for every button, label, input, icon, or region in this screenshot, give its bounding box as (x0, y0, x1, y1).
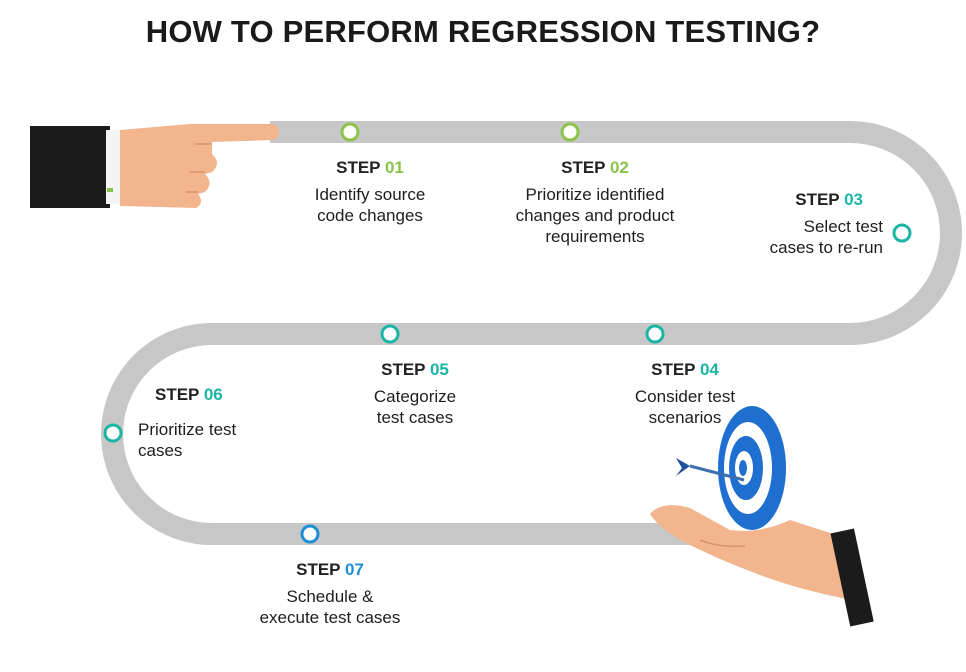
step-04-description: Consider test scenarios (634, 387, 736, 427)
step-marker-03 (892, 223, 912, 243)
diagram-title: HOW TO PERFORM REGRESSION TESTING? (145, 14, 821, 49)
step-number: 03 (844, 190, 863, 209)
step-02: STEP 02 Prioritize identified changes an… (475, 158, 715, 247)
hand-holding-target-icon (650, 406, 874, 627)
step-03-heading: STEP 03 (720, 190, 863, 210)
step-07-description: Schedule & execute test cases (259, 587, 401, 627)
step-07: STEP 07 Schedule & execute test cases (225, 560, 435, 628)
step-word: STEP (795, 190, 840, 209)
step-01-description: Identify source code changes (314, 185, 426, 225)
step-number: 07 (344, 560, 364, 579)
step-02-heading: STEP 02 (475, 158, 715, 178)
step-word: STEP (651, 360, 696, 379)
step-03: STEP 03 Select test cases to re-run (720, 190, 883, 258)
pointing-hand-icon (30, 124, 279, 208)
step-04: STEP 04 Consider test scenarios (600, 360, 770, 428)
step-marker-02 (560, 122, 580, 142)
step-05: STEP 05 Categorize test cases (340, 360, 490, 428)
step-marker-05 (380, 324, 400, 344)
step-06: STEP 06 Prioritize test cases (138, 385, 288, 461)
step-05-heading: STEP 05 (340, 360, 490, 380)
step-number: 02 (609, 158, 629, 177)
step-number: 04 (699, 360, 719, 379)
step-06-description: Prioritize test cases (138, 420, 237, 460)
step-marker-04 (645, 324, 665, 344)
step-01: STEP 01 Identify source code changes (285, 158, 455, 226)
step-06-heading: STEP 06 (155, 385, 288, 405)
step-02-description: Prioritize identified changes and produc… (515, 185, 675, 246)
step-04-heading: STEP 04 (600, 360, 770, 380)
step-word: STEP (561, 158, 606, 177)
step-marker-06 (103, 423, 123, 443)
step-word: STEP (155, 385, 200, 404)
step-marker-07 (300, 524, 320, 544)
step-marker-01 (340, 122, 360, 142)
step-01-heading: STEP 01 (285, 158, 455, 178)
step-03-description: Select test cases to re-run (769, 217, 883, 257)
step-word: STEP (296, 560, 341, 579)
step-word: STEP (336, 158, 381, 177)
roadmap-track (101, 121, 962, 545)
step-number: 06 (203, 385, 223, 404)
step-07-heading: STEP 07 (225, 560, 435, 580)
step-number: 05 (429, 360, 449, 379)
step-word: STEP (381, 360, 426, 379)
step-number: 01 (384, 158, 404, 177)
step-05-description: Categorize test cases (373, 387, 457, 427)
